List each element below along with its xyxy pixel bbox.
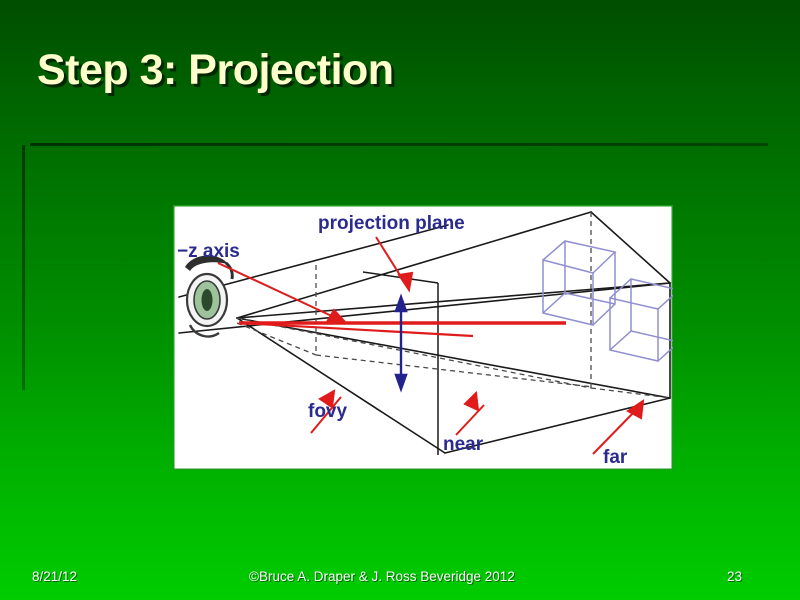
page-title: Step 3: Projection <box>37 46 394 94</box>
footer-page-number: 23 <box>727 569 743 584</box>
frustum-solid-edges <box>178 211 671 454</box>
footer-copyright: ©Bruce A. Draper & J. Ross Beveridge 201… <box>249 569 515 584</box>
label-projection-plane: projection plane <box>318 213 465 234</box>
frustum-diagram-image: −z axis projection plane fovy near far <box>173 205 673 470</box>
annotation-arrows <box>217 236 645 455</box>
title-divider-vertical <box>22 145 25 390</box>
wireframe-cube-far <box>609 278 673 362</box>
label-z-axis: −z axis <box>177 241 240 262</box>
label-fovy: fovy <box>308 401 348 422</box>
fovy-measure-arrow <box>394 293 408 393</box>
label-far: far <box>603 447 628 468</box>
figure-border <box>173 205 673 470</box>
wireframe-cube-near <box>542 240 617 326</box>
footer-date: 8/21/12 <box>32 569 78 584</box>
frustum-diagram-svg: −z axis projection plane fovy near far <box>173 205 673 470</box>
diagram-labels: −z axis projection plane fovy near far <box>177 213 628 468</box>
frustum-hidden-edges <box>236 212 671 399</box>
title-divider-horizontal <box>30 143 768 146</box>
z-axis-line <box>238 321 566 338</box>
label-near: near <box>443 434 484 455</box>
